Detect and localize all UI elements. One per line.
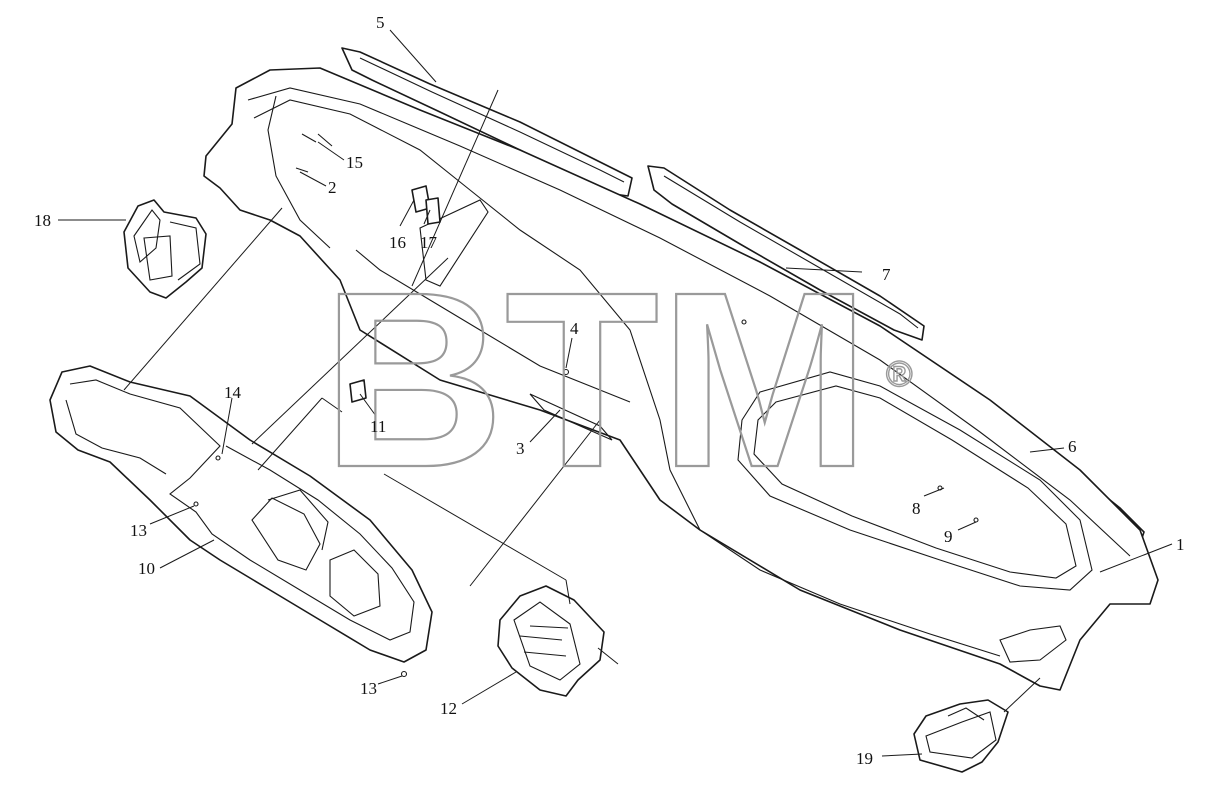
watermark-text: BTM (322, 240, 870, 519)
callout-labels: 5 15 2 16 17 18 7 4 14 11 3 6 8 13 9 1 1… (34, 13, 1185, 768)
registered-mark: ® (886, 353, 913, 394)
callout-label: 5 (376, 13, 385, 32)
instrument-panel-1 (203, 67, 1159, 691)
air-vent-18 (123, 199, 207, 299)
callout-label: 6 (1068, 437, 1077, 456)
callout-label: 8 (912, 499, 921, 518)
callout-label: 9 (944, 527, 953, 546)
callout-label: 16 (389, 233, 406, 252)
callout-label: 2 (328, 178, 337, 197)
callout-label: 12 (440, 699, 457, 718)
callout-label: 13 (130, 521, 147, 540)
instrument-bezel-10 (49, 365, 433, 663)
callout-label: 3 (516, 439, 525, 458)
air-vent-12 (497, 585, 605, 697)
callout-label: 13 (360, 679, 377, 698)
callout-label: 10 (138, 559, 155, 578)
callout-label: 7 (882, 265, 891, 284)
callout-label: 19 (856, 749, 873, 768)
defroster-strip-5 (341, 47, 633, 197)
defroster-strip-7 (647, 165, 925, 341)
callout-label: 17 (420, 233, 438, 252)
callout-label: 14 (224, 383, 242, 402)
callout-label: 18 (34, 211, 51, 230)
leader-lines (58, 29, 1173, 757)
watermark: BTM ® (321, 239, 913, 520)
callout-label: 1 (1176, 535, 1185, 554)
callout-label: 4 (570, 319, 579, 338)
callout-label: 11 (370, 417, 386, 436)
callout-label: 15 (346, 153, 363, 172)
air-vent-19 (913, 699, 1009, 773)
